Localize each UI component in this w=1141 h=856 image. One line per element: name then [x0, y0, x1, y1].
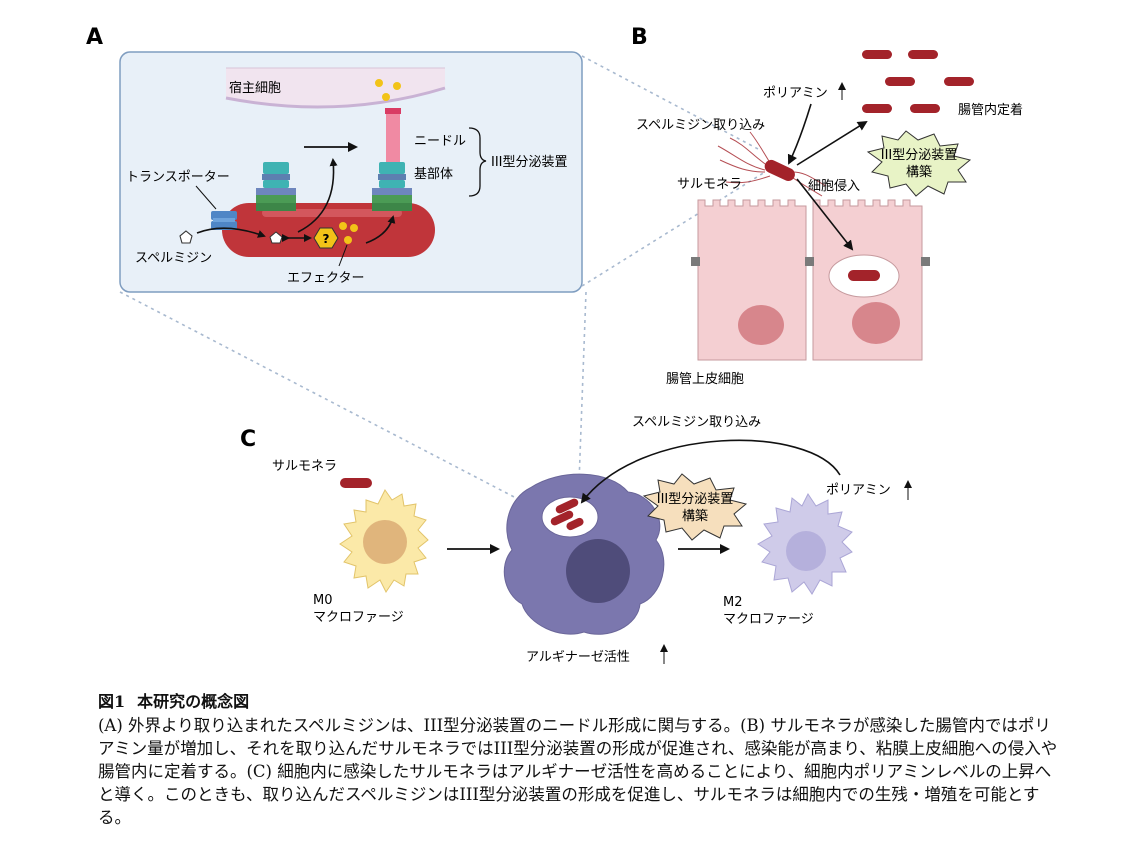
m0-label-line1: M0 — [313, 593, 333, 608]
t3ss-burst-c-line2: 構築 — [682, 509, 708, 524]
panel-a-letter: A — [86, 25, 103, 50]
caption-label: 図1 — [98, 692, 126, 711]
m0-macrophage — [339, 489, 429, 593]
basal-body-label: 基部体 — [414, 167, 453, 182]
m2-label-line2: マクロファージ — [723, 612, 814, 627]
salmonella-label-c: サルモネラ — [272, 459, 337, 474]
salmonella-free — [340, 478, 372, 488]
polyamine-label-c: ポリアミン — [826, 483, 891, 498]
t3ss-burst-b — [866, 130, 972, 197]
concept-figure: A 宿主細胞 — [86, 25, 1023, 665]
salmonella-body — [764, 159, 795, 181]
intracellular-salmonella — [555, 498, 579, 514]
host-cell-label: 宿主細胞 — [229, 80, 281, 96]
effector-label: エフェクター — [287, 271, 364, 286]
t3ss-burst-b-line1: III型分泌装置 — [881, 148, 958, 163]
spermidine-uptake-arc — [580, 439, 841, 504]
effector-dot — [350, 224, 358, 232]
colonizing-salmonella-group — [862, 50, 974, 113]
arginase-label: アルギナーゼ活性 — [526, 650, 630, 665]
host-membrane-line — [225, 86, 446, 109]
tight-junction — [691, 257, 700, 266]
polyamine-uptake-arrow — [787, 103, 812, 165]
spermidine-molecule-inside — [269, 231, 283, 244]
intracellular-salmonella — [566, 517, 584, 531]
panel-b: B — [631, 25, 1023, 387]
m2-label-line1: M2 — [723, 595, 743, 610]
t3ss-apparatus-1 — [256, 162, 296, 211]
effector-dot — [382, 93, 390, 101]
intracellular-salmonella — [848, 270, 880, 281]
transporter-label: トランスポーター — [126, 170, 230, 185]
panel-a: A 宿主細胞 — [86, 25, 583, 293]
invasion-arrow — [796, 178, 854, 251]
unknown-factor-hexagon — [313, 227, 339, 249]
spermidine-uptake-label-b: スペルミジン取り込み — [636, 118, 765, 133]
cell-invasion-label: 細胞侵入 — [808, 178, 860, 194]
spermidine-molecule-outside — [179, 230, 193, 244]
tight-junction — [921, 257, 930, 266]
caption-title-row: 図1 本研究の概念図 — [98, 690, 1058, 713]
connector-lines — [119, 55, 766, 513]
panel-b-letter: B — [631, 25, 648, 50]
intestinal-colonization-label: 腸管内定着 — [958, 102, 1023, 118]
assembly-arrow — [297, 158, 338, 233]
colonization-arrow — [796, 120, 868, 166]
effector-dot — [339, 222, 347, 230]
epithelial-cells-label: 腸管上皮細胞 — [666, 372, 744, 387]
effector-dot — [375, 79, 383, 87]
salmonella-label-b: サルモネラ — [677, 177, 742, 192]
t3ss-burst-c — [642, 473, 748, 541]
figure-caption: 図1 本研究の概念図 (A) 外界より取り込まれたスペルミジンは、III型分泌装置… — [98, 690, 1058, 829]
t3ss-burst-b-line2: 構築 — [906, 165, 932, 180]
salmonella-flagellated — [717, 131, 827, 197]
secretion-arrow — [365, 215, 396, 244]
t3ss-label: III型分泌装置 — [491, 155, 568, 170]
t3ss-burst-c-line1: III型分泌装置 — [657, 492, 734, 507]
panel-c: C サルモネラ M0 マクロファージ III型分泌装置 構築 — [240, 415, 912, 665]
m0-label-line2: マクロファージ — [313, 610, 404, 625]
caption-body: (A) 外界より取り込まれたスペルミジンは、III型分泌装置のニードル形成に関与… — [98, 716, 1058, 827]
host-cell-membrane — [226, 68, 445, 107]
spermidine-uptake-label-c: スペルミジン取り込み — [632, 415, 761, 430]
needle-label: ニードル — [414, 134, 466, 149]
t3ss-apparatus-2 — [372, 108, 412, 211]
m2-macrophage — [757, 493, 853, 595]
effector-dot — [393, 82, 401, 90]
spermidine-label: スペルミジン — [135, 251, 212, 266]
effector-dot — [344, 236, 352, 244]
t3ss-bracket — [468, 127, 487, 197]
unknown-factor-mark: ? — [323, 232, 330, 246]
polyamine-label-b: ポリアミン — [763, 86, 828, 101]
caption-title: 本研究の概念図 — [137, 692, 250, 711]
epithelial-cell-right — [812, 199, 923, 361]
transporter — [211, 211, 237, 230]
intracellular-salmonella — [550, 510, 574, 526]
infected-macrophage — [503, 473, 665, 635]
tight-junction — [805, 257, 814, 266]
panel-c-letter: C — [240, 427, 256, 452]
epithelial-cell-left — [697, 199, 807, 361]
uptake-arrow — [196, 227, 266, 238]
